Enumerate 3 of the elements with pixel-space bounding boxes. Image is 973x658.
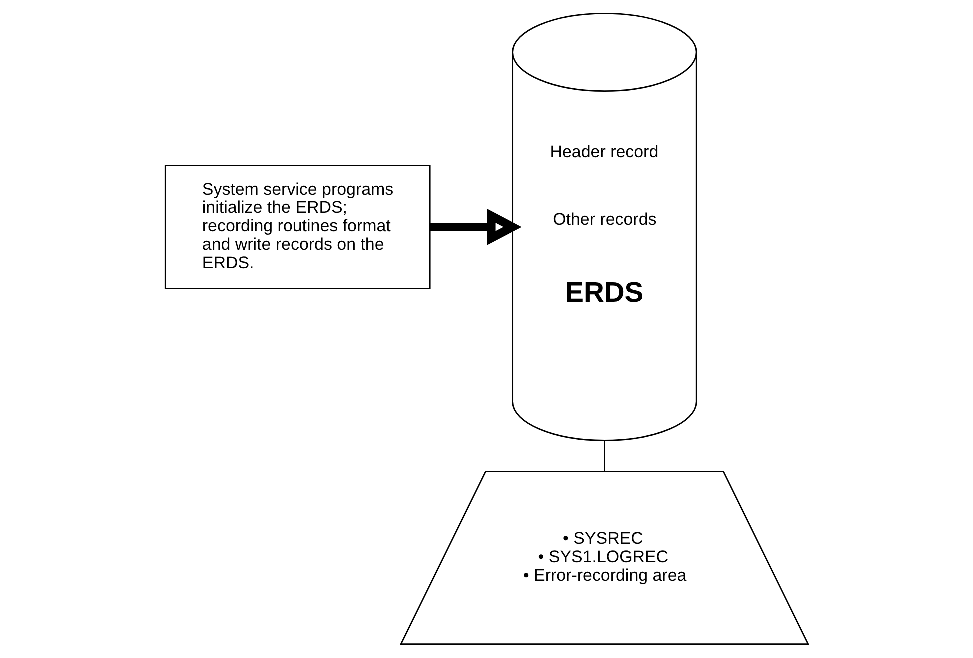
node-box: System service programs initialize the ERDS; recording routines format and write records on the ERDS. — [164, 164, 430, 290]
arrow — [430, 209, 522, 246]
connector — [604, 441, 605, 472]
